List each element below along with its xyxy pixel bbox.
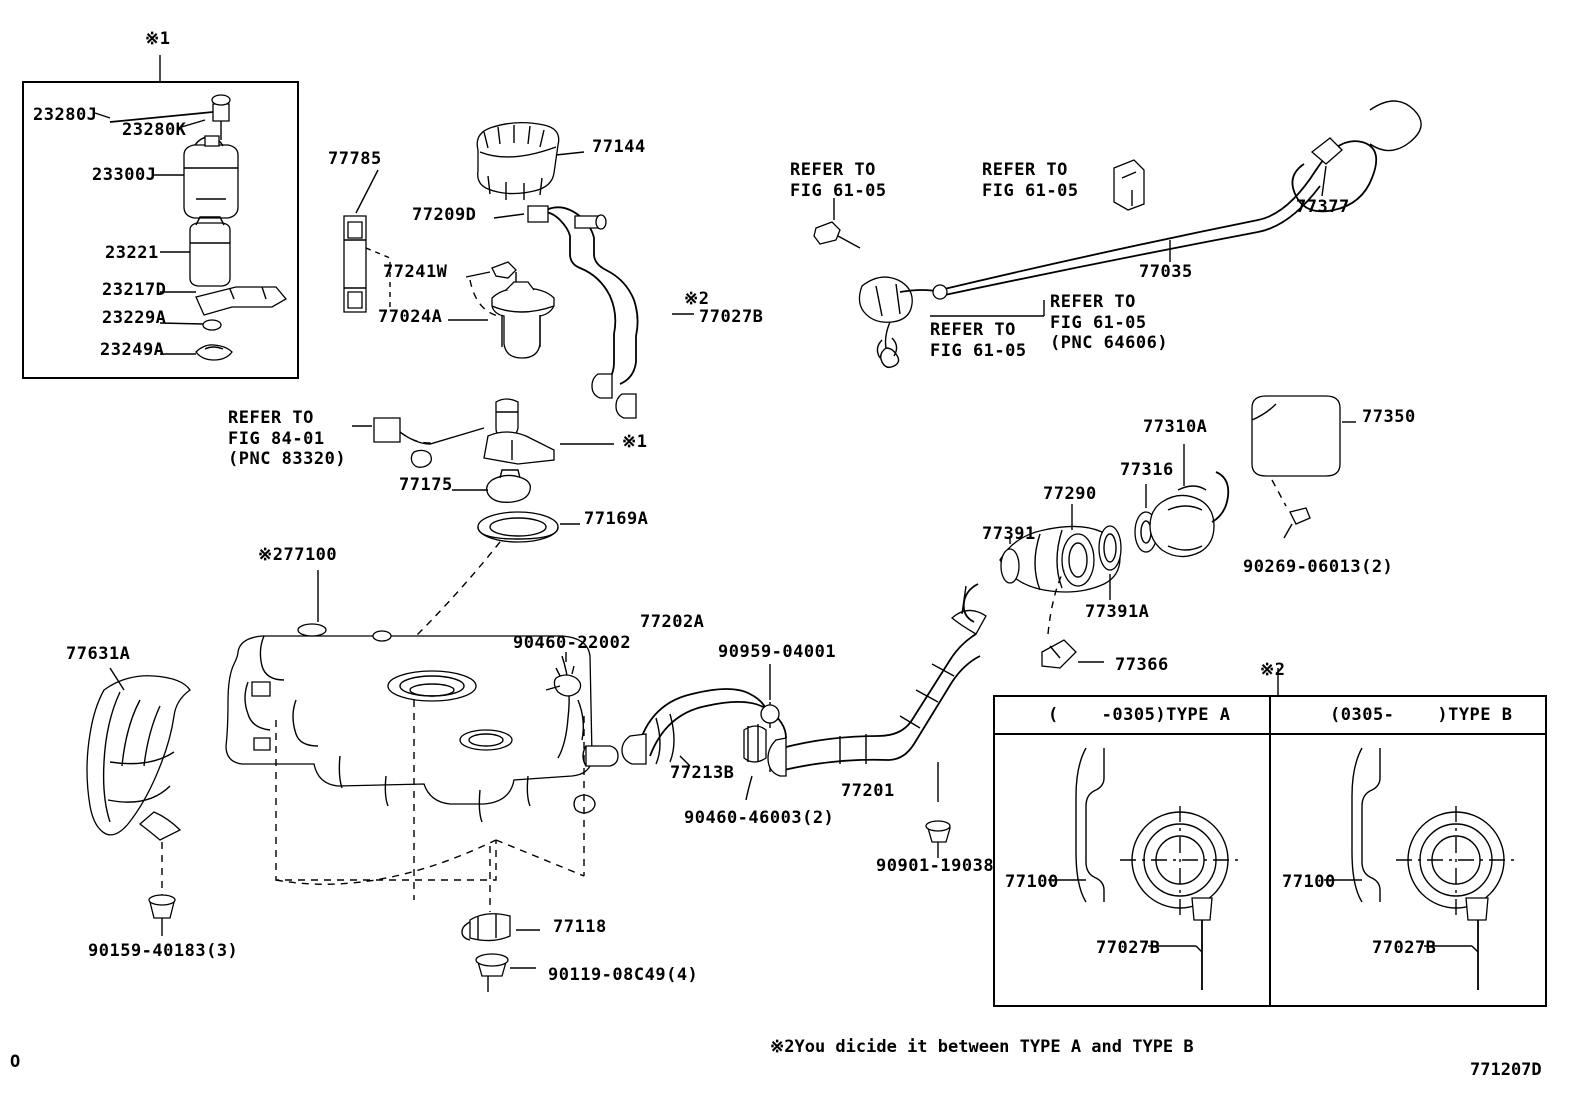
label-77310A: 77310A: [1143, 417, 1208, 437]
label-77290: 77290: [1043, 484, 1097, 504]
label-77027b-b: 77027B: [1372, 938, 1437, 958]
label-23249A: 23249A: [100, 340, 165, 360]
label-mark1-top: ※1: [145, 29, 171, 49]
label-77241W: 77241W: [383, 262, 448, 282]
label-23217D: 23217D: [102, 280, 167, 300]
label-77175: 77175: [399, 475, 453, 495]
label-mark2-77027B: ※2: [684, 289, 710, 309]
label-90269-06013: 90269-06013(2): [1243, 557, 1394, 577]
label-refer-61-05-d: REFER TO FIG 61-05: [930, 320, 1027, 361]
label-90159-40183: 90159-40183(3): [88, 941, 239, 961]
label-77201: 77201: [841, 781, 895, 801]
label-77391: 77391: [982, 524, 1036, 544]
label-77377: 77377: [1296, 197, 1350, 217]
label-77144: 77144: [592, 137, 646, 157]
label-23221: 23221: [105, 243, 159, 263]
label-77169A: 77169A: [584, 509, 649, 529]
label-23229A: 23229A: [102, 308, 167, 328]
label-90460-46003: 90460-46003(2): [684, 808, 835, 828]
label-77366: 77366: [1115, 655, 1169, 675]
label-77631A: 77631A: [66, 644, 131, 664]
label-23280K: 23280K: [122, 120, 187, 140]
label-77100-a: 77100: [1005, 872, 1059, 892]
diagram-code: 771207D: [1470, 1060, 1542, 1080]
label-77785: 77785: [328, 149, 382, 169]
label-mark1-b: ※1: [622, 432, 648, 452]
label-mark2-box: ※2: [1260, 660, 1286, 680]
label-90460-22002: 90460-22002: [513, 633, 632, 653]
label-23300J: 23300J: [92, 165, 157, 185]
label-90901-19038: 90901-19038: [876, 856, 995, 876]
label-77209D: 77209D: [412, 205, 477, 225]
type-footnote: ※2You dicide it between TYPE A and TYPE …: [770, 1037, 1194, 1057]
label-type-b-header: (0305- )TYPE B: [1330, 705, 1513, 725]
corner-mark: O: [10, 1052, 21, 1072]
label-77350: 77350: [1362, 407, 1416, 427]
label-type-a-header: ( -0305)TYPE A: [1048, 705, 1231, 725]
label-77202A: 77202A: [640, 612, 705, 632]
label-77213B: 77213B: [670, 763, 735, 783]
label-90959-04001: 90959-04001: [718, 642, 837, 662]
label-77027B: 77027B: [699, 307, 764, 327]
label-77391A: 77391A: [1085, 602, 1150, 622]
label-mark-277100: ※277100: [258, 545, 338, 565]
label-77024A: 77024A: [378, 307, 443, 327]
label-23280J: 23280J: [33, 105, 98, 125]
label-77118: 77118: [553, 917, 607, 937]
label-refer-84-01: REFER TO FIG 84-01 (PNC 83320): [228, 408, 347, 470]
label-77100-b: 77100: [1282, 872, 1336, 892]
label-90119-08C49: 90119-08C49(4): [548, 965, 699, 985]
label-77027b-a: 77027B: [1096, 938, 1161, 958]
label-77316: 77316: [1120, 460, 1174, 480]
label-refer-61-05-b: REFER TO FIG 61-05: [982, 160, 1079, 201]
label-refer-61-05-c: REFER TO FIG 61-05 (PNC 64606): [1050, 292, 1169, 354]
label-77035: 77035: [1139, 262, 1193, 282]
label-refer-61-05-a: REFER TO FIG 61-05: [790, 160, 887, 201]
